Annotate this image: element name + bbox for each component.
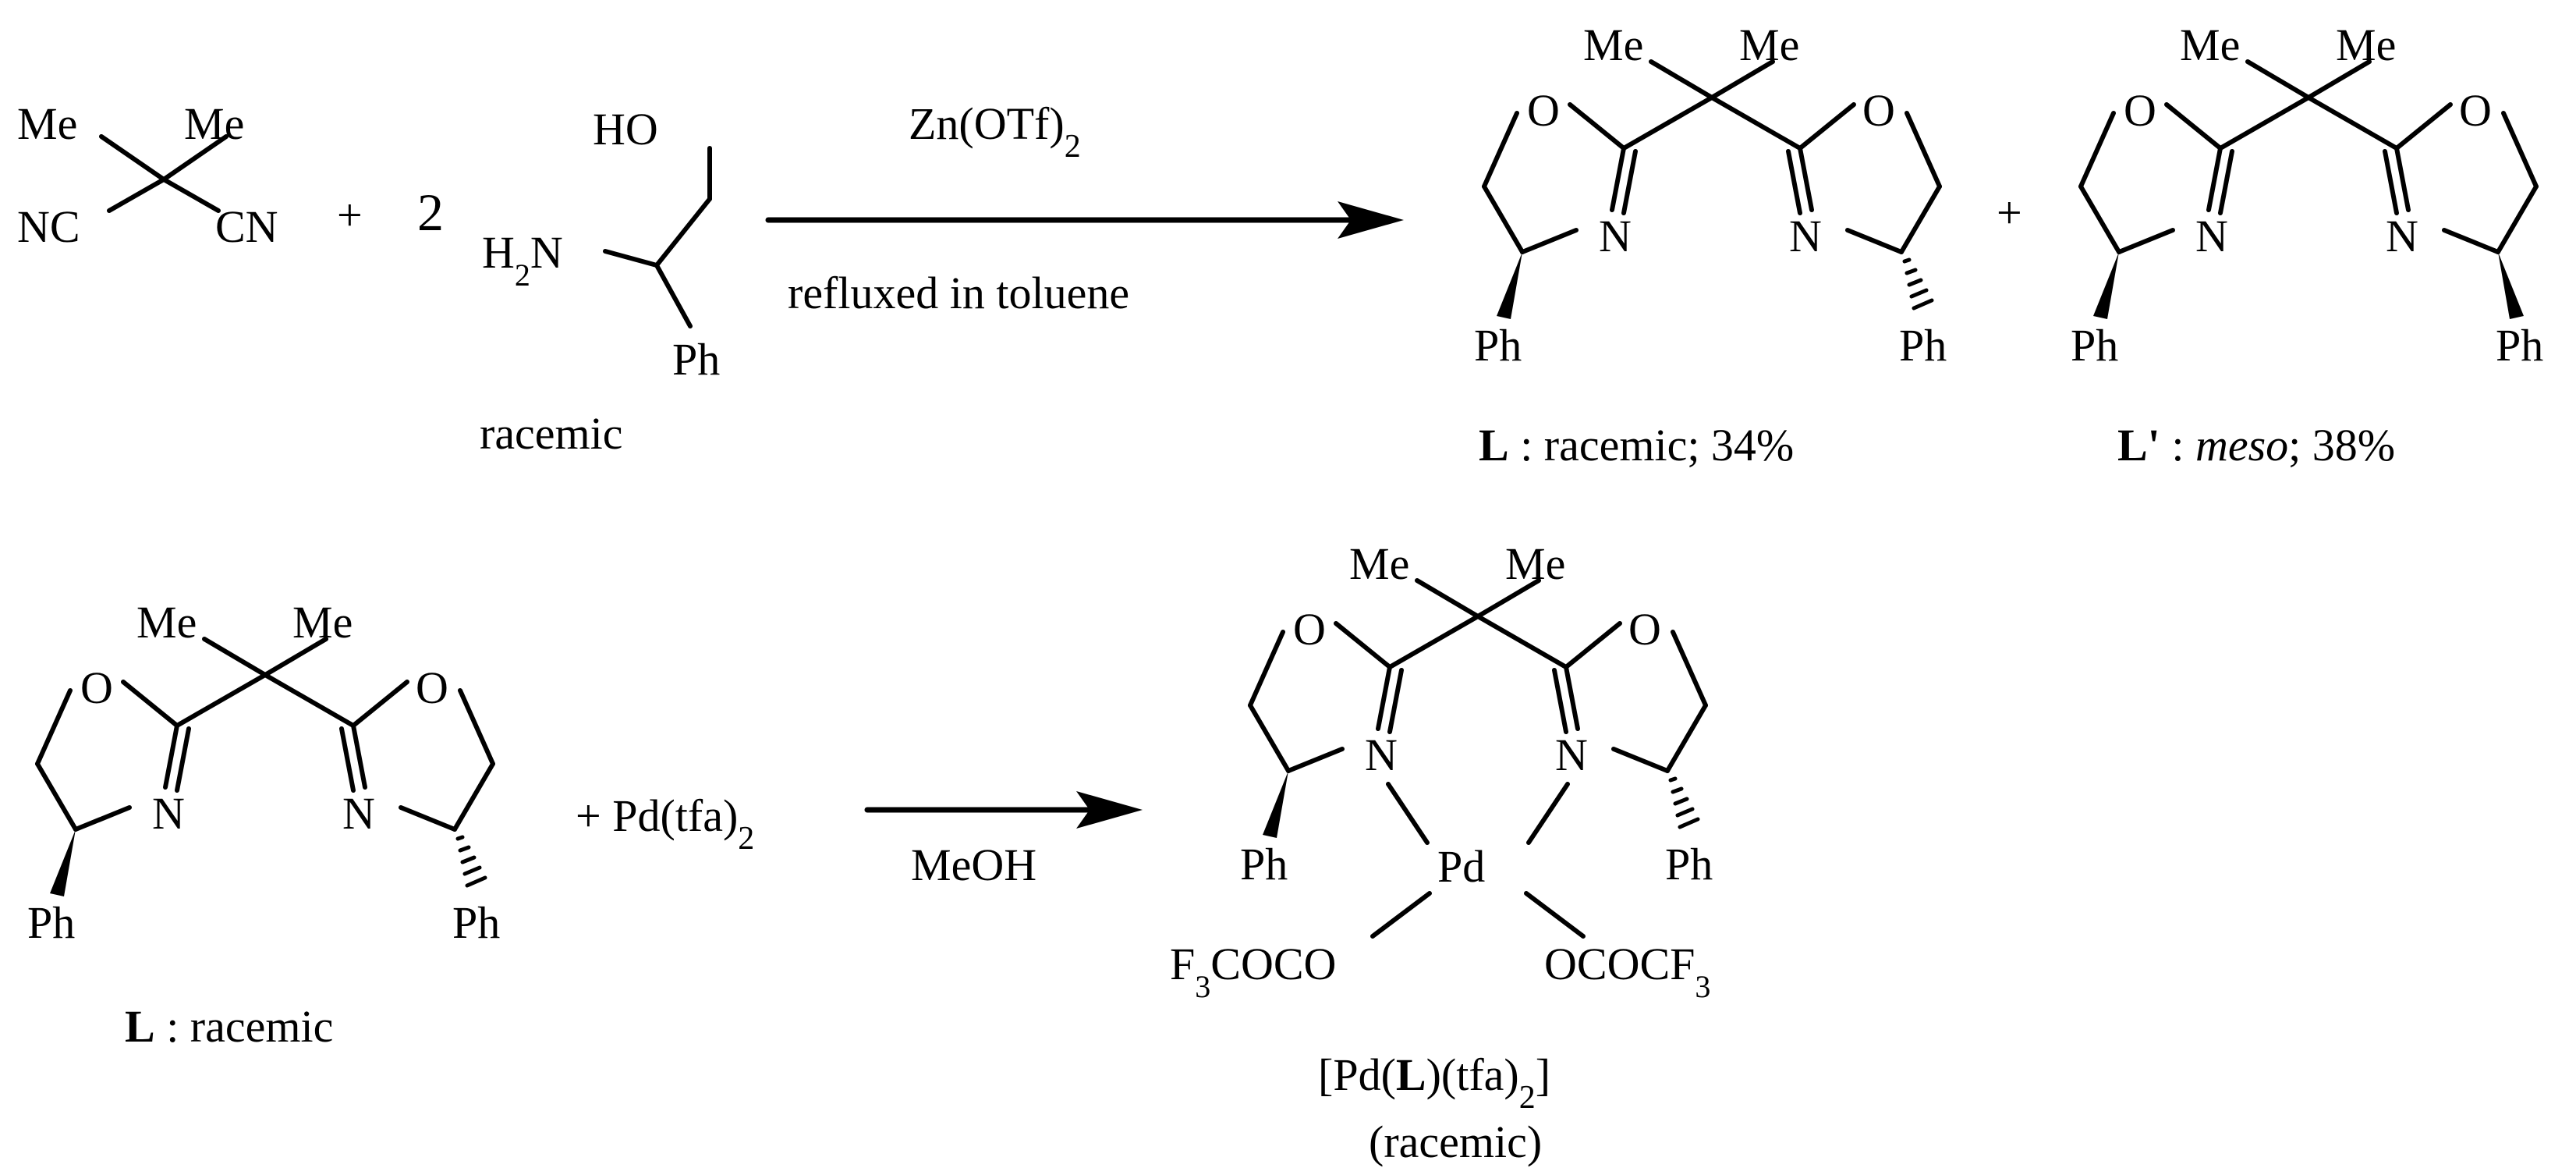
atom-me: Me: [1739, 20, 1799, 70]
atom-ho: HO: [593, 104, 658, 154]
complex-racemic-note: (racemic): [1369, 1116, 1542, 1167]
atom-o: O: [1862, 85, 1895, 136]
atom-me: Me: [136, 597, 197, 648]
atom-me: Me: [2180, 20, 2240, 70]
atom-me: Me: [184, 98, 244, 149]
atom-o: O: [80, 662, 113, 713]
atom-o: O: [416, 662, 448, 713]
stoichiometric-coefficient: 2: [417, 183, 444, 242]
atom-n: N: [2386, 211, 2418, 261]
ligand-L-reactant: Me Me O O N N Ph Ph: [27, 597, 500, 948]
atom-ph: Ph: [1665, 839, 1713, 889]
atom-n: N: [1555, 729, 1588, 780]
atom-ph: Ph: [2071, 320, 2118, 371]
pd-complex-structure: Me Me O O N N Ph Ph Pd F3COCO OCOCF3: [1170, 538, 1713, 1004]
atom-o: O: [2124, 85, 2156, 136]
atom-o: O: [1527, 85, 1560, 136]
ligand-L-prime-structure: Me Me O O N N Ph Ph: [2071, 20, 2543, 371]
reagent-pd-tfa2: + Pd(tfa)2: [576, 790, 754, 857]
atom-o: O: [1628, 604, 1661, 655]
atom-ph: Ph: [2496, 320, 2543, 371]
racemic-note: racemic: [480, 408, 623, 459]
amine-group: H2N: [482, 227, 563, 293]
product-L-prime-label: L' : meso; 38%: [2117, 420, 2395, 470]
dimethylmalononitrile: Me Me NC CN: [17, 98, 278, 252]
phenylglycinol: HO H2N Ph: [482, 104, 720, 385]
product-L-label: L : racemic; 34%: [1479, 420, 1794, 470]
plus-sign: +: [337, 190, 363, 240]
atom-n: N: [2195, 211, 2228, 261]
atom-pd: Pd: [1437, 841, 1485, 892]
plus-sign: +: [1997, 187, 2022, 238]
condition-text: refluxed in toluene: [788, 268, 1129, 318]
atom-me: Me: [1583, 20, 1643, 70]
atom-me: Me: [1349, 538, 1409, 589]
atom-n: N: [1789, 211, 1822, 261]
trifluoroacetate-right: OCOCF3: [1544, 939, 1710, 1004]
condition-meoh: MeOH: [911, 840, 1036, 890]
atom-cn: CN: [215, 201, 278, 252]
atom-me: Me: [17, 98, 77, 149]
atom-ph: Ph: [452, 897, 500, 948]
ligand-L-label: L : racemic: [125, 1001, 333, 1052]
atom-me: Me: [292, 597, 353, 648]
atom-ph: Ph: [1899, 320, 1947, 371]
atom-o: O: [1293, 604, 1326, 655]
atom-n: N: [152, 788, 185, 839]
atom-me: Me: [1505, 538, 1565, 589]
atom-ph: Ph: [27, 897, 75, 948]
reaction-arrow: [864, 791, 1143, 829]
atom-ph: Ph: [672, 334, 720, 385]
ligand-L-structure: Me Me O O N N Ph Ph: [1474, 20, 1947, 371]
atom-o: O: [2459, 85, 2492, 136]
atom-nc: NC: [17, 201, 80, 252]
atom-n: N: [1365, 729, 1398, 780]
atom-n: N: [1599, 211, 1632, 261]
reaction-arrow: [765, 201, 1404, 239]
complex-label: [Pd(L)(tfa)2]: [1318, 1049, 1550, 1116]
atom-me: Me: [2336, 20, 2396, 70]
reagent-zn-otf2: Zn(OTf)2: [909, 98, 1081, 165]
atom-n: N: [342, 788, 375, 839]
atom-ph: Ph: [1474, 320, 1522, 371]
trifluoroacetate-left: F3COCO: [1170, 939, 1336, 1004]
atom-ph: Ph: [1240, 839, 1288, 889]
